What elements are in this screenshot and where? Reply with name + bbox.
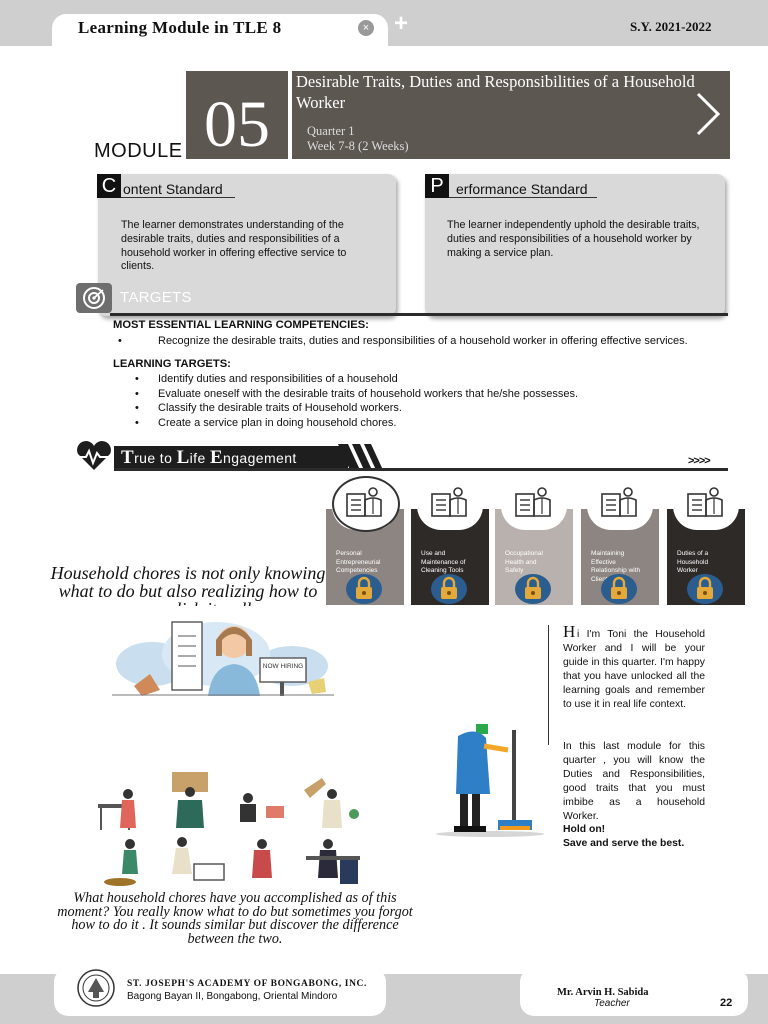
teacher-name: Mr. Arvin H. Sabida: [557, 987, 649, 998]
lock-icon: [601, 574, 637, 604]
chores-illustration: [98, 772, 360, 886]
module-label: MODULE: [94, 140, 183, 162]
teacher-role: Teacher: [594, 998, 630, 1009]
heading-initial-e: E: [209, 447, 224, 468]
heading-initial-t: T: [121, 447, 135, 468]
learning-targets-list: Identify duties and responsibilities of …: [135, 372, 715, 430]
school-seal-icon: [77, 969, 115, 1007]
heading-initial-l: L: [176, 447, 190, 468]
worker-mop-illustration: [436, 724, 544, 837]
lock-icon: [687, 574, 723, 604]
learning-path-label: Use and Maintenance of Cleaning Tools: [421, 550, 466, 574]
module-number-box: [186, 71, 288, 159]
document-title: Learning Module in TLE 8: [78, 18, 282, 37]
lock-icon: [346, 574, 382, 604]
heading-part: rue to: [134, 450, 177, 466]
worker-checklist-icon: [601, 487, 637, 517]
list-item: Identify duties and responsibilities of …: [135, 372, 715, 387]
worker-checklist-icon: [687, 487, 723, 517]
lock-icon: [431, 574, 467, 604]
footer-tab-right: [520, 968, 748, 1016]
active-step-circle: [332, 476, 400, 532]
performance-standard-heading: erformance Standard: [456, 181, 588, 197]
reflection-question: What household chores have you accomplis…: [57, 890, 413, 947]
learning-path-label: Personal Entrepreneurial Competencies: [336, 550, 381, 574]
close-icon[interactable]: ×: [358, 20, 374, 36]
engagement-bar: [114, 446, 348, 468]
save-serve-text: Save and serve the best.: [563, 838, 685, 849]
speech-divider: [548, 625, 549, 745]
heading-part: ngagement: [223, 450, 297, 466]
drop-cap: H: [563, 622, 576, 641]
targets-label: TARGETS: [120, 289, 192, 306]
hold-on-text: Hold on!: [563, 824, 606, 835]
header-tab: [52, 14, 388, 48]
list-item: Evaluate oneself with the desirable trai…: [135, 387, 715, 402]
targets-divider: [110, 313, 728, 316]
school-name: ST. JOSEPH'S ACADEMY OF BONGABONG, INC.: [127, 979, 367, 989]
module-number: 05: [204, 88, 270, 161]
learning-path-label: Occupational Health and Safety: [505, 550, 543, 574]
school-address: Bagong Bayan II, Bongabong, Oriental Min…: [127, 991, 338, 1002]
learning-path-label: Duties of a Household Worker: [677, 550, 709, 574]
competencies-list: Recognize the desirable traits, duties a…: [118, 334, 718, 349]
toni-paragraph: In this last module for this quarter , y…: [563, 741, 705, 822]
module-week: Week 7-8 (2 Weeks): [307, 139, 409, 153]
plus-icon[interactable]: +: [394, 10, 409, 37]
now-hiring-sign: NOW HIRING: [263, 663, 303, 670]
chevron-right-icon[interactable]: [690, 92, 724, 136]
content-standard-heading: ontent Standard: [123, 181, 223, 197]
school-year: S.Y. 2021-2022: [630, 19, 712, 34]
arrows-decoration: >>>>: [688, 455, 711, 467]
content-standard-body: The learner demonstrates understanding o…: [121, 219, 347, 273]
engagement-heading: True to Life Engagement: [121, 446, 297, 470]
performance-standard-underline: [449, 197, 597, 198]
module-title-box: [292, 71, 730, 159]
toni-intro: i I'm Toni the Household Worker and I wi…: [563, 629, 705, 710]
performance-standard-body: The learner independently uphold the des…: [447, 219, 700, 259]
list-item: Classify the desirable traits of Househo…: [135, 401, 715, 416]
competencies-heading: MOST ESSENTIAL LEARNING COMPETENCIES:: [113, 319, 369, 331]
stripes-decoration: [338, 444, 383, 470]
worker-checklist-icon: [515, 487, 551, 517]
performance-standard-letter: P: [425, 174, 449, 198]
content-standard-underline: [121, 197, 235, 198]
list-item: Recognize the desirable traits, duties a…: [118, 334, 718, 349]
target-icon: [76, 283, 112, 313]
module-title: Desirable Traits, Duties and Responsibil…: [296, 72, 695, 112]
lock-icon: [515, 574, 551, 604]
hiring-illustration: NOW HIRING: [112, 621, 334, 696]
learning-targets-heading: LEARNING TARGETS:: [113, 358, 231, 370]
list-item: Create a service plan in doing household…: [135, 416, 715, 431]
worker-checklist-icon: [346, 487, 382, 517]
heading-part: ife: [189, 450, 210, 466]
engagement-divider: [114, 468, 728, 471]
learning-path-label: Maintaining Effective Relationship with …: [591, 550, 641, 583]
worker-checklist-icon: [431, 487, 467, 517]
content-standard-letter: C: [97, 174, 121, 198]
module-quarter: Quarter 1: [307, 124, 355, 138]
heart-pulse-icon: [76, 441, 112, 470]
page-number: 22: [720, 997, 733, 1009]
